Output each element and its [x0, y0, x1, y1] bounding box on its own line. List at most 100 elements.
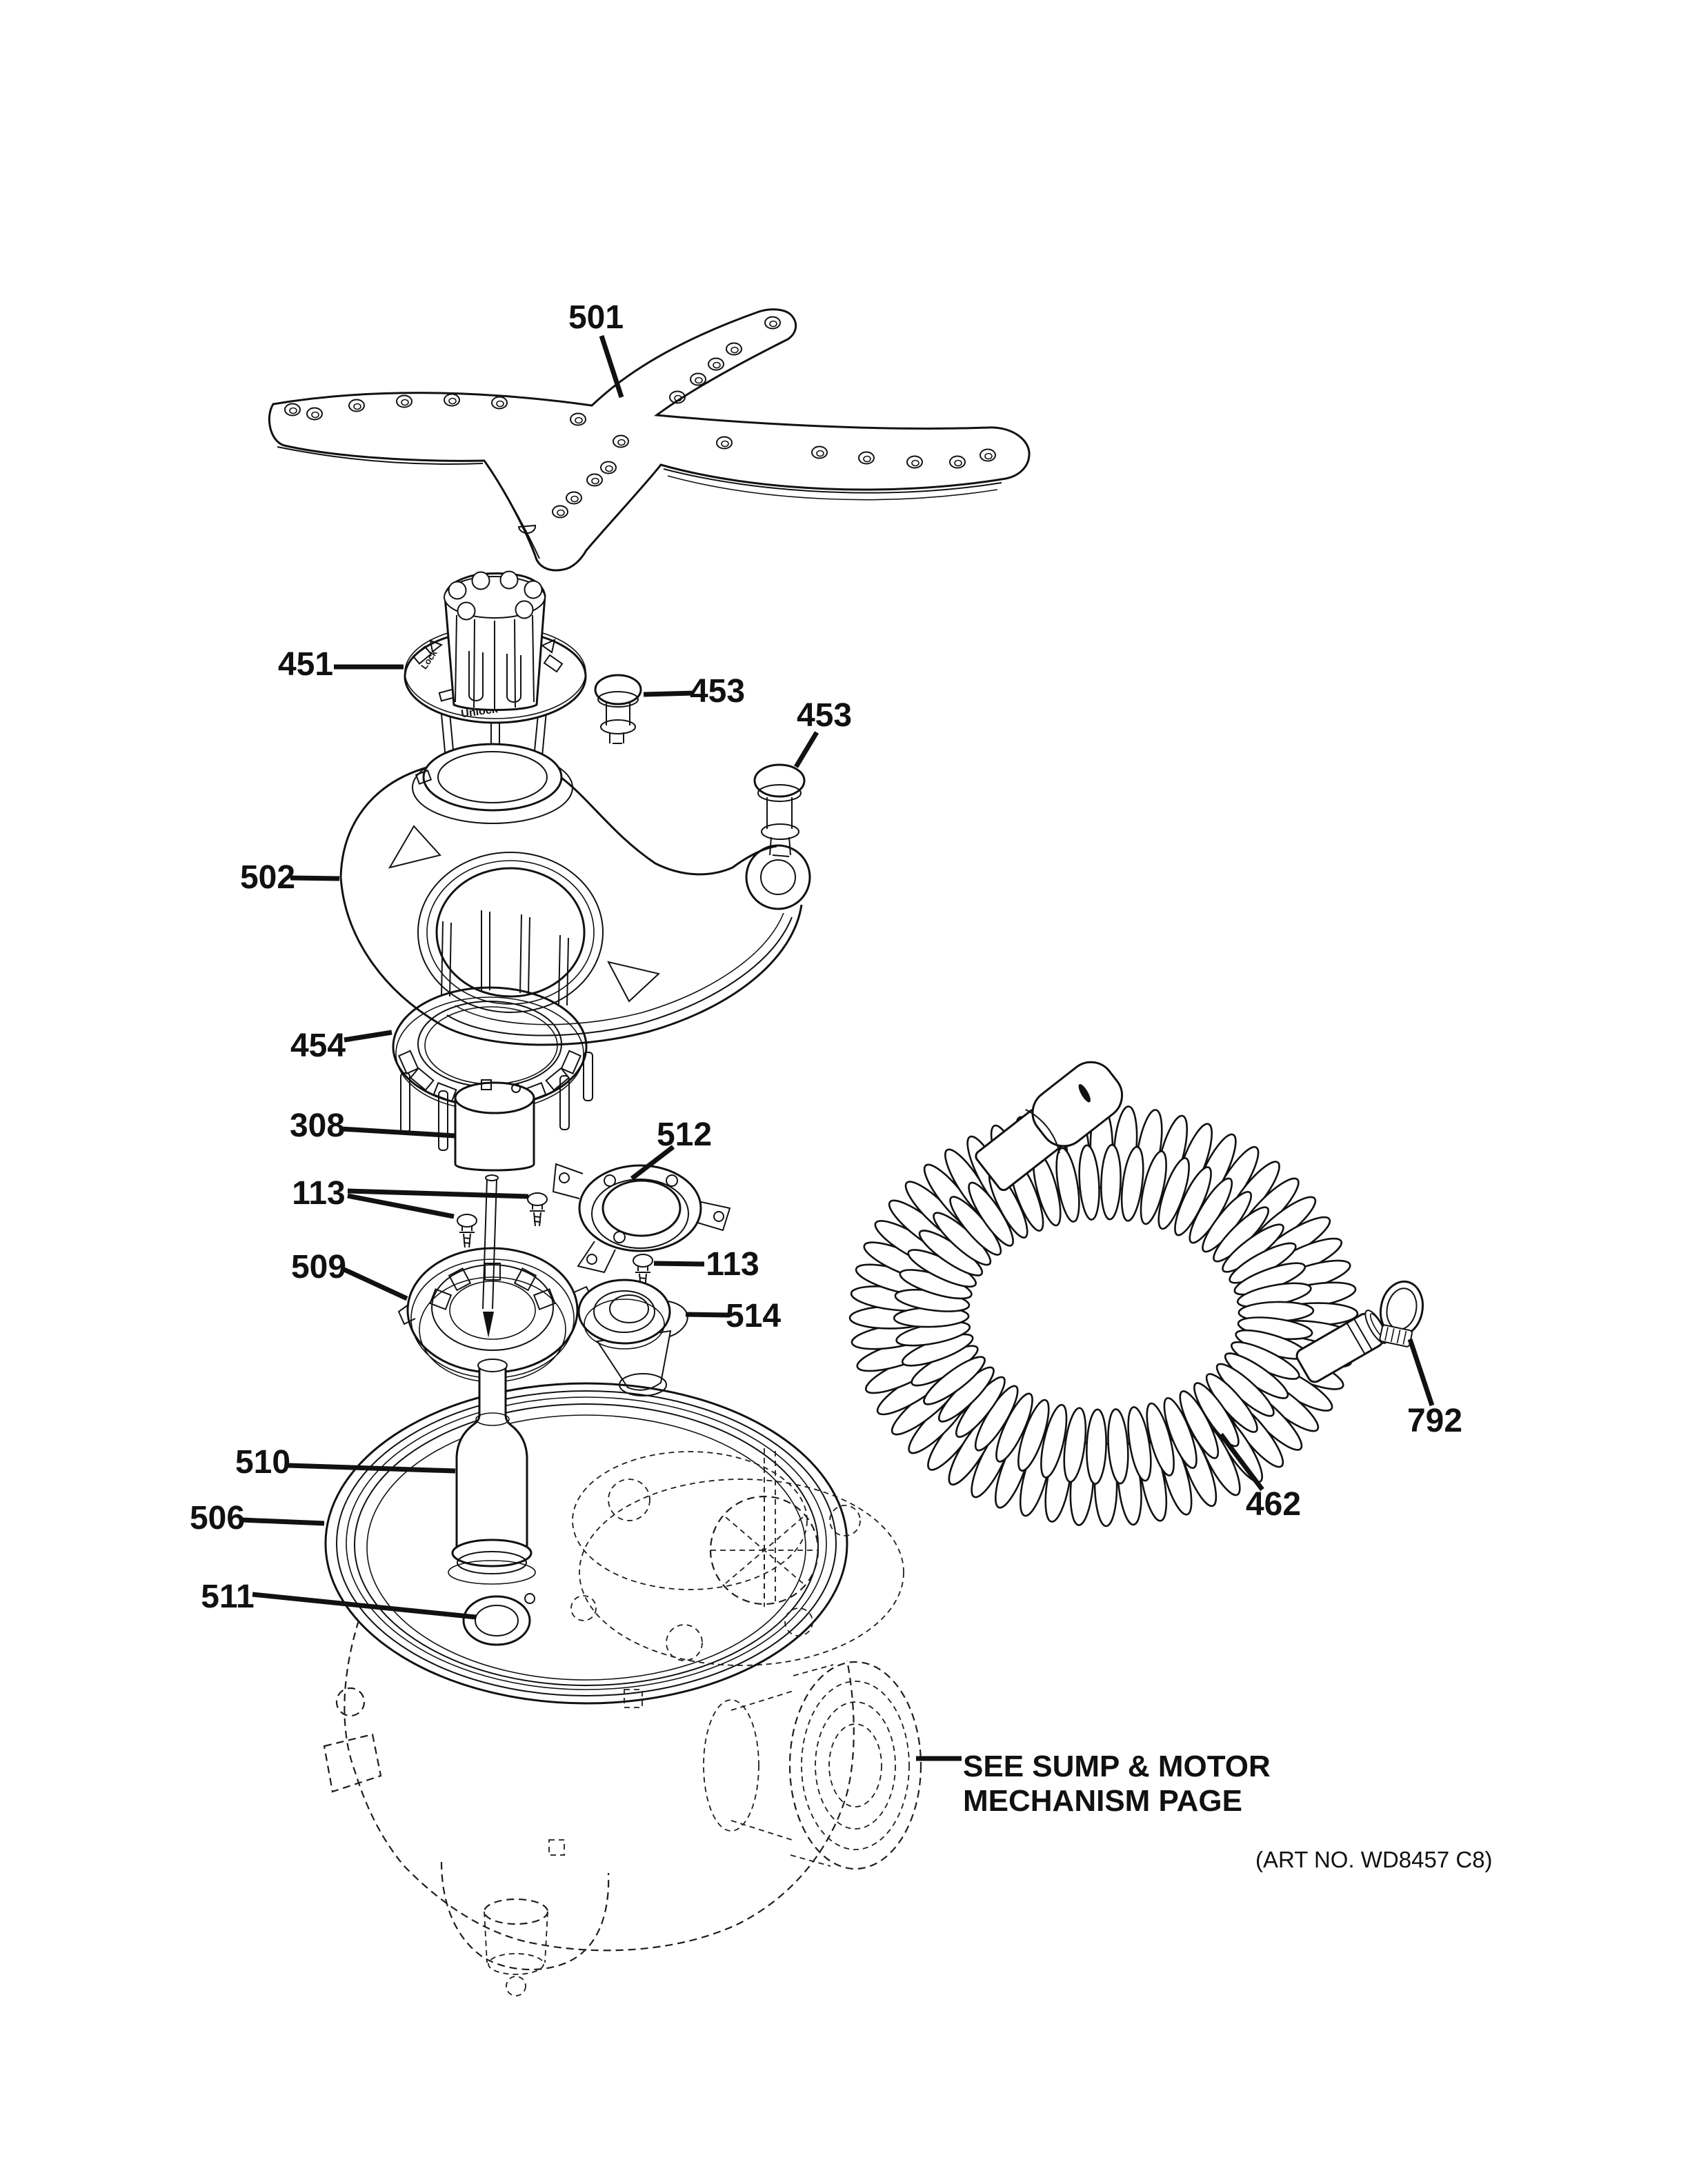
part-label-501: 501 — [568, 299, 624, 336]
rim-tab — [545, 1067, 570, 1092]
spray-arm-hole-inner — [713, 361, 721, 369]
filter-tower-510 — [448, 1359, 536, 1585]
spray-arm-d-hole — [517, 524, 537, 534]
see-note-line1: SEE SUMP & MOTOR — [963, 1750, 1271, 1783]
part-label-453-b: 453 — [797, 697, 852, 734]
hose-coil — [848, 1104, 1359, 1527]
sump-assembly-506 — [323, 1382, 922, 1996]
hose-segment — [1157, 1157, 1190, 1230]
spray-arm-hole-inner — [954, 459, 962, 467]
hub-assembly-451: Lock Unlock — [404, 570, 587, 812]
hose-segment — [1179, 1390, 1220, 1459]
hose-connector — [975, 1061, 1124, 1192]
part-label-113-a: 113 — [292, 1175, 345, 1212]
leader-line-501 — [599, 334, 624, 399]
plate-hole-rim-mid — [426, 860, 595, 1005]
shaft-cartridge-308 — [454, 1079, 535, 1338]
part-label-514: 514 — [726, 1298, 781, 1334]
spray-arm-hole-inner — [591, 477, 599, 485]
hose-segment — [1107, 1408, 1129, 1485]
hose-segment — [923, 1356, 986, 1405]
spray-arm-hole-inner — [695, 377, 703, 384]
backing-plate-502 — [339, 751, 811, 1046]
spray-arm-hole — [858, 451, 875, 465]
plate-arrow-mark-1 — [388, 825, 441, 869]
hose-segment — [1127, 1406, 1152, 1482]
hose-clamp-792 — [1379, 1280, 1424, 1348]
spray-arm-hole-inner — [769, 320, 777, 328]
spray-arm-hole — [811, 445, 828, 459]
screw-113-a — [527, 1192, 548, 1227]
tower-scallops — [448, 570, 543, 621]
leader-line-453-b — [793, 731, 819, 768]
seal-ring-notch-left — [397, 1304, 416, 1325]
spray-arm-501 — [268, 308, 1031, 572]
spray-arm-hole — [396, 394, 412, 408]
leader-line-113-a — [347, 1193, 455, 1219]
spray-arm-hole-inner — [863, 455, 871, 463]
hose-segment — [1146, 1402, 1175, 1476]
part-label-451: 451 — [278, 646, 333, 683]
part-label-454: 454 — [290, 1028, 346, 1064]
spray-arm-hole-inner — [353, 403, 361, 410]
sump-lower-tub — [323, 1620, 855, 1996]
spray-arm-hole-inner — [984, 452, 993, 460]
plate-hole — [435, 867, 586, 998]
callouts: 5014514534535024543081135095121135145105… — [190, 299, 1462, 1620]
leader-line-792 — [1407, 1338, 1435, 1407]
support-ring-454 — [392, 910, 593, 1162]
part-label-792: 792 — [1407, 1403, 1462, 1439]
spray-arm-hole — [613, 434, 629, 448]
plate-arrow-mark-2 — [607, 961, 661, 1003]
spray-arm-hole-inner — [401, 399, 409, 406]
part-label-113-b: 113 — [706, 1246, 759, 1283]
spray-arm-hole — [690, 372, 706, 386]
part-label-510: 510 — [235, 1444, 290, 1481]
motor-hidden-detail — [703, 1661, 922, 1870]
hose-segment — [1040, 1403, 1068, 1479]
shaft-arrow — [483, 1312, 494, 1338]
hose-segment — [1063, 1407, 1087, 1483]
part-label-502: 502 — [240, 859, 295, 896]
hose-segment — [1163, 1397, 1197, 1469]
rim-tab — [397, 1050, 419, 1075]
spray-arm-hole-inner — [311, 411, 319, 419]
spray-arm-hole — [949, 455, 966, 469]
leader-line-506 — [241, 1517, 325, 1526]
hose-segment — [1017, 1399, 1050, 1472]
spray-arm-hole — [764, 316, 781, 330]
seal-ring-509 — [397, 1247, 593, 1383]
spray-arm-hole — [716, 436, 733, 450]
spray-arm-hole — [570, 412, 586, 426]
rim-tab — [484, 1263, 501, 1281]
art-number: (ART NO. WD8457 C8) — [1255, 1847, 1493, 1872]
spray-arm-hole — [726, 342, 742, 356]
screw-113-c — [633, 1254, 653, 1290]
leader-line-502 — [290, 875, 340, 881]
spray-arm-hole-inner — [721, 440, 729, 448]
cap-453-a — [594, 674, 642, 744]
spray-arm-hole-inner — [289, 407, 297, 414]
leader-line-512 — [630, 1145, 675, 1181]
spray-arm-hole-inner — [605, 465, 613, 472]
hose-segment — [1120, 1145, 1144, 1222]
leader-line-453-a — [643, 690, 695, 697]
rim-tab — [448, 1268, 472, 1292]
part-label-462: 462 — [1246, 1486, 1301, 1523]
spray-arm-hole — [906, 455, 923, 469]
plate-pivot-boss — [745, 844, 811, 910]
collar-512 — [552, 1163, 731, 1274]
hose-segment — [1078, 1144, 1100, 1221]
seal-ring-lugs — [429, 1263, 556, 1310]
leader-line-462 — [1219, 1432, 1264, 1492]
spray-arm-hole-inner — [816, 450, 824, 457]
spray-arm-hole-inner — [496, 400, 504, 408]
spray-arm-hole-inner — [575, 417, 583, 424]
leader-line-454 — [344, 1030, 392, 1043]
cap-453-b — [753, 763, 806, 857]
port-ring-511 — [462, 1593, 535, 1646]
spray-arm-hole-inner — [570, 495, 579, 503]
spray-arm-hole — [566, 491, 582, 505]
leader-line-509 — [343, 1267, 408, 1301]
part-label-506: 506 — [190, 1500, 245, 1536]
